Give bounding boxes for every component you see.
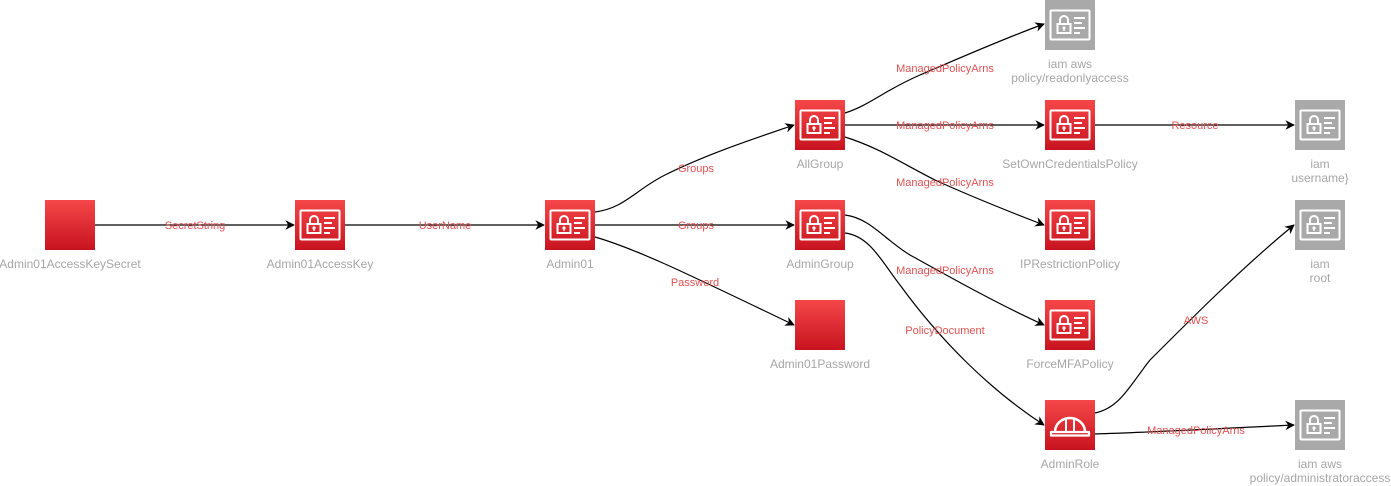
- node-box: [1045, 400, 1095, 450]
- node-label: iam aws: [1048, 57, 1092, 71]
- node-label: AdminRole: [1041, 457, 1100, 471]
- node-force-mfa-policy[interactable]: ForceMFAPolicy: [1026, 300, 1114, 371]
- node-box: [795, 300, 845, 350]
- node-admin01-access-key[interactable]: Admin01AccessKey: [267, 200, 374, 271]
- node-label: IPRestrictionPolicy: [1020, 257, 1120, 271]
- node-label: iam: [1310, 257, 1329, 271]
- edge-admingroup-to-adminrole: PolicyDocument: [844, 232, 1045, 426]
- edge-user-to-allgroup: Groups: [594, 123, 795, 213]
- node-label: SetOwnCredentialsPolicy: [1002, 157, 1137, 171]
- node-admin01-access-key-secret[interactable]: Admin01AccessKeySecret: [0, 200, 141, 271]
- node-label: AdminGroup: [786, 257, 854, 271]
- edge-line: [1094, 224, 1295, 414]
- node-administrator-policy[interactable]: iam aws policy/administratoraccess: [1250, 400, 1391, 485]
- node-label: Admin01: [546, 257, 594, 271]
- node-admin-group[interactable]: AdminGroup: [786, 200, 854, 271]
- edge-label: AWS: [1184, 315, 1209, 327]
- edge-key-to-user: UserName: [345, 220, 545, 232]
- node-admin01-password[interactable]: Admin01Password: [770, 300, 870, 371]
- edge-label: ManagedPolicyArns: [896, 265, 994, 277]
- edge-admingroup-to-forcemfa: ManagedPolicyArns: [844, 214, 1045, 326]
- node-set-own-credentials-policy[interactable]: SetOwnCredentialsPolicy: [1002, 100, 1138, 171]
- node-label: iam aws: [1298, 457, 1342, 471]
- edge-label: Password: [671, 277, 719, 289]
- node-readonly-policy[interactable]: iam aws policy/readonlyaccess: [1011, 0, 1129, 85]
- edge-label: Groups: [678, 220, 715, 232]
- edge-line: [844, 232, 1045, 426]
- node-label: iam: [1310, 157, 1329, 171]
- node-all-group[interactable]: AllGroup: [795, 100, 845, 171]
- node-label: root: [1310, 271, 1331, 285]
- node-label: policy/readonlyaccess: [1011, 71, 1128, 85]
- edge-line: [594, 123, 795, 213]
- edge-allgroup-to-readonly: ManagedPolicyArns: [844, 22, 1045, 114]
- edge-label: UserName: [419, 220, 472, 232]
- edge-line: [844, 22, 1045, 114]
- edge-line: [1094, 420, 1295, 435]
- edge-label: ManagedPolicyArns: [896, 177, 994, 189]
- node-iam-username[interactable]: iam username}: [1291, 100, 1349, 185]
- node-admin-role[interactable]: AdminRole: [1041, 400, 1100, 471]
- edge-line: [844, 214, 1045, 326]
- edge-label: Resource: [1171, 120, 1218, 132]
- edge-label: ManagedPolicyArns: [896, 120, 994, 132]
- edge-allgroup-to-setowncreds: ManagedPolicyArns: [845, 120, 1045, 132]
- node-label: AllGroup: [797, 157, 844, 171]
- node-iam-root[interactable]: iam root: [1295, 200, 1345, 285]
- node-label: Admin01Password: [770, 357, 870, 371]
- edge-adminrole-to-administrator: ManagedPolicyArns: [1094, 420, 1295, 437]
- edge-label: Groups: [678, 163, 715, 175]
- edge-label: PolicyDocument: [905, 325, 984, 337]
- edge-user-to-password: Password: [594, 236, 795, 326]
- edge-label: ManagedPolicyArns: [896, 63, 994, 75]
- node-label: ForceMFAPolicy: [1026, 357, 1113, 371]
- edge-adminrole-to-root: AWS: [1094, 224, 1295, 414]
- edge-user-to-admingroup: Groups: [595, 220, 795, 232]
- node-admin01[interactable]: Admin01: [545, 200, 595, 271]
- edge-label: SecretString: [165, 220, 226, 232]
- edges-layer: SecretString UserName Groups Groups Pass…: [95, 22, 1295, 437]
- edge-secret-to-key: SecretString: [95, 220, 295, 232]
- node-label: username}: [1291, 171, 1348, 185]
- node-box: [45, 200, 95, 250]
- node-label: policy/administratoraccess: [1250, 471, 1391, 485]
- node-label: Admin01AccessKey: [267, 257, 374, 271]
- edge-allgroup-to-iprestriction: ManagedPolicyArns: [844, 136, 1045, 227]
- edge-line: [844, 136, 1045, 227]
- edge-label: ManagedPolicyArns: [1147, 425, 1245, 437]
- edge-line: [594, 236, 795, 326]
- edge-setowncreds-to-username: Resource: [1095, 120, 1295, 132]
- node-ip-restriction-policy[interactable]: IPRestrictionPolicy: [1020, 200, 1120, 271]
- node-label: Admin01AccessKeySecret: [0, 257, 141, 271]
